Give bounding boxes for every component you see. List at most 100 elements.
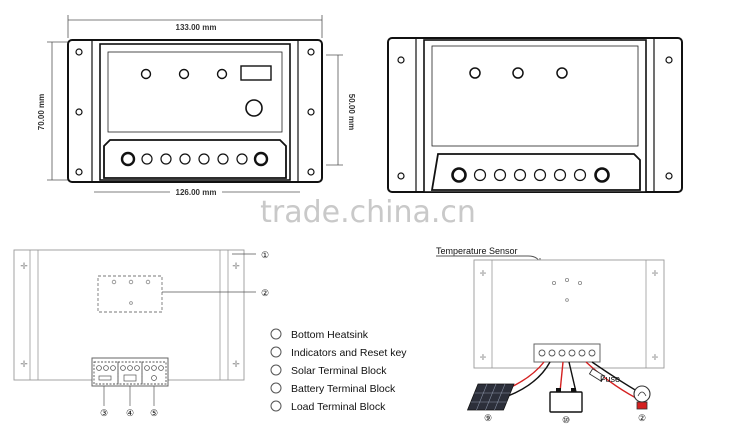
terminal-screw — [120, 151, 136, 167]
indicator-led — [578, 280, 583, 285]
legend-item-indicators-reset: Indicators and Reset key — [291, 347, 407, 359]
terminal-screw — [144, 365, 150, 371]
callout-2-load: ② — [638, 413, 646, 423]
indicator-led — [216, 68, 228, 80]
load-terminal-box — [141, 361, 167, 385]
terminal-screw — [110, 365, 116, 371]
terminal-screw — [568, 349, 576, 357]
front-view-dimensioned: 133.00 mm 70.00 mm 50.00 mm 126.00 mm — [37, 15, 356, 197]
mount-hole — [397, 172, 405, 180]
terminal-screw — [493, 168, 507, 182]
battery-positive-wire — [559, 361, 564, 393]
callout-5: ⑤ — [150, 408, 158, 418]
terminal-screw — [594, 167, 610, 183]
terminal-screw — [451, 167, 467, 183]
terminal-screw — [134, 365, 140, 371]
screw-icon: ✛ — [652, 269, 659, 278]
mount-hole — [75, 48, 83, 56]
terminal-screw — [236, 153, 248, 165]
panel-inset — [107, 51, 283, 133]
mount-hole — [665, 172, 673, 180]
mount-hole — [397, 56, 405, 64]
terminal-block-housing — [103, 139, 287, 179]
terminal-screw — [253, 151, 269, 167]
display-window — [240, 65, 272, 81]
legend-item-solar-terminal: Solar Terminal Block — [291, 365, 387, 377]
indicator-led — [128, 279, 134, 285]
watermark: trade.china.cn — [260, 195, 476, 230]
reset-key — [565, 298, 569, 302]
callout-10: ⑩ — [562, 415, 570, 425]
terminal-screw — [533, 168, 547, 182]
indicator-led — [140, 68, 152, 80]
fuse-icon — [588, 368, 606, 382]
legend: Bottom Heatsink Indicators and Reset key… — [270, 328, 407, 413]
reset-key — [245, 99, 263, 117]
lamp-filament — [637, 391, 647, 397]
inner-width-label-bg — [170, 187, 222, 197]
terminal-strip — [533, 343, 601, 363]
screw-icon: ✛ — [232, 359, 240, 369]
screw-icon: ✛ — [20, 359, 28, 369]
indicator-led — [512, 67, 524, 79]
indicator-led — [552, 280, 557, 285]
mount-hole — [307, 48, 315, 56]
wiring-diagram: Temperature Sensor ✛ ✛ ✛ ✛ Fuse — [436, 246, 665, 425]
legend-item-battery-terminal: Battery Terminal Block — [291, 383, 396, 395]
legend-marker — [270, 346, 282, 358]
mount-hole — [665, 56, 673, 64]
terminal-screw — [120, 365, 126, 371]
terminal-screw — [103, 365, 109, 371]
indicator-led — [469, 67, 481, 79]
screw-icon: ✛ — [480, 353, 487, 362]
terminal-screw — [513, 168, 527, 182]
terminal-screw — [179, 153, 191, 165]
callout-9: ⑨ — [484, 413, 492, 423]
inner-height-dimension-label: 50.00 mm — [347, 94, 356, 130]
terminal-screw — [151, 365, 157, 371]
indicator-led — [565, 277, 570, 282]
screw-icon: ✛ — [232, 261, 240, 271]
legend-marker — [270, 400, 282, 412]
reset-key — [129, 301, 133, 305]
terminal-screw — [573, 168, 587, 182]
indicator-area — [97, 275, 163, 313]
temperature-sensor-label: Temperature Sensor — [436, 246, 518, 256]
battery-icon — [123, 374, 137, 382]
mount-hole — [307, 168, 315, 176]
callout-2: ② — [261, 288, 269, 298]
terminal-screw — [578, 349, 586, 357]
indicator-led — [556, 67, 568, 79]
terminal-screw — [160, 153, 172, 165]
terminal-screw — [548, 349, 556, 357]
callout-3: ③ — [100, 408, 108, 418]
terminal-screw — [96, 365, 102, 371]
height-dimension-label: 70.00 mm — [37, 94, 46, 130]
front-view-plain — [387, 37, 683, 193]
indicator-led — [178, 68, 190, 80]
width-dimension-label: 133.00 mm — [176, 23, 217, 32]
lamp-base — [636, 401, 648, 410]
legend-item-load-terminal: Load Terminal Block — [291, 401, 386, 413]
inner-width-dimension-label: 126.00 mm — [176, 188, 217, 197]
solar-panel-icon — [466, 383, 515, 411]
indicator-led — [111, 279, 117, 285]
panel-inset — [431, 45, 639, 147]
legend-item-bottom-heatsink: Bottom Heatsink — [291, 329, 369, 341]
terminal-screw — [558, 349, 566, 357]
terminal-screw — [141, 153, 153, 165]
terminal-screw — [538, 349, 546, 357]
terminal-screw — [473, 168, 487, 182]
fuse-label: Fuse — [600, 374, 620, 384]
battery-icon — [549, 391, 583, 413]
labelled-outline: ✛ ✛ ✛ ✛ ① ② ③ ④ ⑤ — [13, 249, 269, 418]
terminal-screw — [217, 153, 229, 165]
legend-marker — [270, 364, 282, 376]
callout-1: ① — [261, 250, 269, 260]
screw-icon: ✛ — [480, 269, 487, 278]
mount-hole — [307, 108, 315, 116]
screw-icon: ✛ — [652, 353, 659, 362]
solar-negative-wire — [507, 361, 551, 397]
mount-hole — [75, 108, 83, 116]
